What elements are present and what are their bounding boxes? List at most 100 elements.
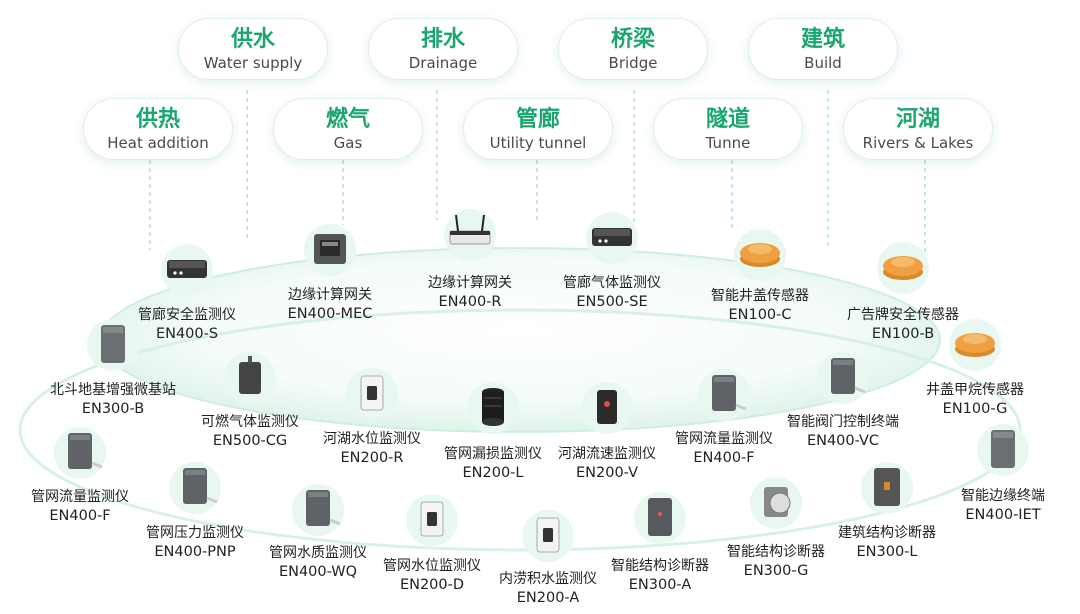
water-level-icon bbox=[420, 501, 444, 537]
category-zh: 供水 bbox=[230, 27, 275, 52]
device-name: 管网水质监测仪 bbox=[269, 545, 367, 561]
station-icon bbox=[101, 325, 125, 363]
device-model: EN300-G bbox=[743, 563, 809, 579]
category-heat-addition: 供热 Heat addition bbox=[83, 98, 233, 160]
device-model: EN300-A bbox=[628, 577, 692, 593]
device-model: EN200-A bbox=[516, 590, 580, 606]
device-name: 北斗地基增强微基站 bbox=[50, 382, 176, 398]
device-label: 边缘计算网关 EN400-MEC bbox=[255, 286, 405, 324]
device-label: 井盖甲烷传感器 EN100-G bbox=[900, 381, 1050, 419]
device-label: 管网流量监测仪 EN400-F bbox=[5, 488, 155, 526]
structure-sensor-icon bbox=[764, 487, 791, 517]
structure-diagnosis-icon bbox=[648, 498, 672, 536]
device-name: 河湖流速监测仪 bbox=[558, 446, 656, 462]
gas-detector-icon bbox=[239, 356, 261, 394]
device-name: 管廊安全监测仪 bbox=[138, 307, 236, 323]
device-label: 智能井盖传感器 EN100-C bbox=[685, 287, 835, 325]
device-label: 管网压力监测仪 EN400-PNP bbox=[120, 524, 270, 562]
device-name: 智能边缘终端 bbox=[961, 488, 1045, 504]
valve-terminal-icon bbox=[831, 358, 866, 394]
device-label: 河湖水位监测仪 EN200-R bbox=[297, 430, 447, 468]
device-model: EN400-IET bbox=[965, 507, 1041, 523]
category-tunnel: 隧道 Tunne bbox=[653, 98, 803, 160]
flow-meter-icon bbox=[712, 375, 747, 411]
device-model: EN400-PNP bbox=[154, 544, 236, 560]
device-name: 智能井盖传感器 bbox=[711, 288, 809, 304]
category-en: Water supply bbox=[203, 54, 303, 72]
device-name: 内涝积水监测仪 bbox=[499, 571, 597, 587]
device-model: EN500-SE bbox=[576, 294, 648, 310]
device-name: 智能阀门控制终端 bbox=[787, 414, 899, 430]
device-model: EN300-L bbox=[856, 544, 918, 560]
category-en: Bridge bbox=[608, 54, 658, 72]
device-name: 管网漏损监测仪 bbox=[444, 446, 542, 462]
device-label: 智能阀门控制终端 EN400-VC bbox=[768, 413, 918, 451]
device-label: 管网漏损监测仪 EN200-L bbox=[418, 445, 568, 483]
device-name: 边缘计算网关 bbox=[288, 287, 372, 303]
device-label: 河湖流速监测仪 EN200-V bbox=[532, 445, 682, 483]
device-name: 广告牌安全传感器 bbox=[847, 307, 959, 323]
category-zh: 河湖 bbox=[895, 107, 940, 132]
category-gas: 燃气 Gas bbox=[273, 98, 423, 160]
manhole-sensor-icon bbox=[883, 256, 923, 280]
device-model: EN400-MEC bbox=[287, 306, 373, 322]
device-model: EN400-WQ bbox=[278, 564, 358, 580]
category-en: Build bbox=[804, 54, 842, 72]
device-name: 边缘计算网关 bbox=[428, 275, 512, 291]
device-model: EN400-S bbox=[155, 326, 219, 342]
device-label: 北斗地基增强微基站 EN300-B bbox=[38, 381, 188, 419]
category-en: Tunne bbox=[705, 134, 751, 152]
device-model: EN100-G bbox=[942, 401, 1008, 417]
category-water-supply: 供水 Water supply bbox=[178, 18, 328, 80]
flow-meter-icon bbox=[68, 433, 103, 469]
device-model: EN200-R bbox=[340, 450, 404, 466]
device-model: EN400-VC bbox=[806, 433, 880, 449]
category-zh: 排水 bbox=[420, 27, 465, 52]
device-model: EN200-V bbox=[576, 465, 638, 481]
leak-monitor-icon bbox=[482, 388, 504, 426]
device-label: 内涝积水监测仪 EN200-A bbox=[473, 570, 623, 608]
device-model: EN300-B bbox=[81, 401, 145, 417]
gateway-cube-icon bbox=[314, 234, 346, 264]
device-name: 河湖水位监测仪 bbox=[323, 431, 421, 447]
device-model: EN200-L bbox=[462, 465, 524, 481]
device-name: 管廊气体监测仪 bbox=[563, 275, 661, 291]
category-rivers-lakes: 河湖 Rivers & Lakes bbox=[843, 98, 993, 160]
category-zh: 管廊 bbox=[515, 107, 560, 132]
device-label: 智能边缘终端 EN400-IET bbox=[928, 487, 1078, 525]
device-label: 管廊安全监测仪 EN400-S bbox=[112, 306, 262, 344]
device-model: EN200-D bbox=[399, 577, 465, 593]
device-name: 可燃气体监测仪 bbox=[201, 414, 299, 430]
device-model: EN400-F bbox=[49, 508, 111, 524]
device-name: 管网压力监测仪 bbox=[146, 525, 244, 541]
device-model: EN100-B bbox=[871, 326, 935, 342]
device-model: EN100-C bbox=[728, 307, 792, 323]
device-name: 建筑结构诊断器 bbox=[838, 525, 936, 541]
category-zh: 燃气 bbox=[325, 107, 370, 132]
category-zh: 建筑 bbox=[800, 27, 845, 52]
manhole-sensor-icon bbox=[740, 243, 780, 267]
category-zh: 桥梁 bbox=[610, 27, 655, 52]
pressure-meter-icon bbox=[183, 468, 218, 504]
device-label: 边缘计算网关 EN400-R bbox=[395, 274, 545, 312]
manhole-sensor-icon bbox=[955, 333, 995, 357]
category-en: Rivers & Lakes bbox=[862, 134, 974, 152]
device-label: 广告牌安全传感器 EN100-B bbox=[828, 306, 978, 344]
category-en: Heat addition bbox=[107, 134, 209, 152]
flow-velocity-icon bbox=[597, 390, 617, 424]
waterlogging-icon bbox=[536, 517, 560, 553]
category-en: Gas bbox=[333, 134, 363, 152]
device-label: 管网水质监测仪 EN400-WQ bbox=[243, 544, 393, 582]
device-model: EN400-F bbox=[693, 450, 755, 466]
water-level-icon bbox=[360, 375, 384, 411]
gateway-box-icon bbox=[167, 260, 207, 278]
category-en: Utility tunnel bbox=[489, 134, 587, 152]
building-diagnosis-icon bbox=[874, 468, 900, 506]
device-model: EN400-R bbox=[438, 294, 502, 310]
device-name: 管网流量监测仪 bbox=[31, 489, 129, 505]
device-name: 井盖甲烷传感器 bbox=[926, 382, 1024, 398]
